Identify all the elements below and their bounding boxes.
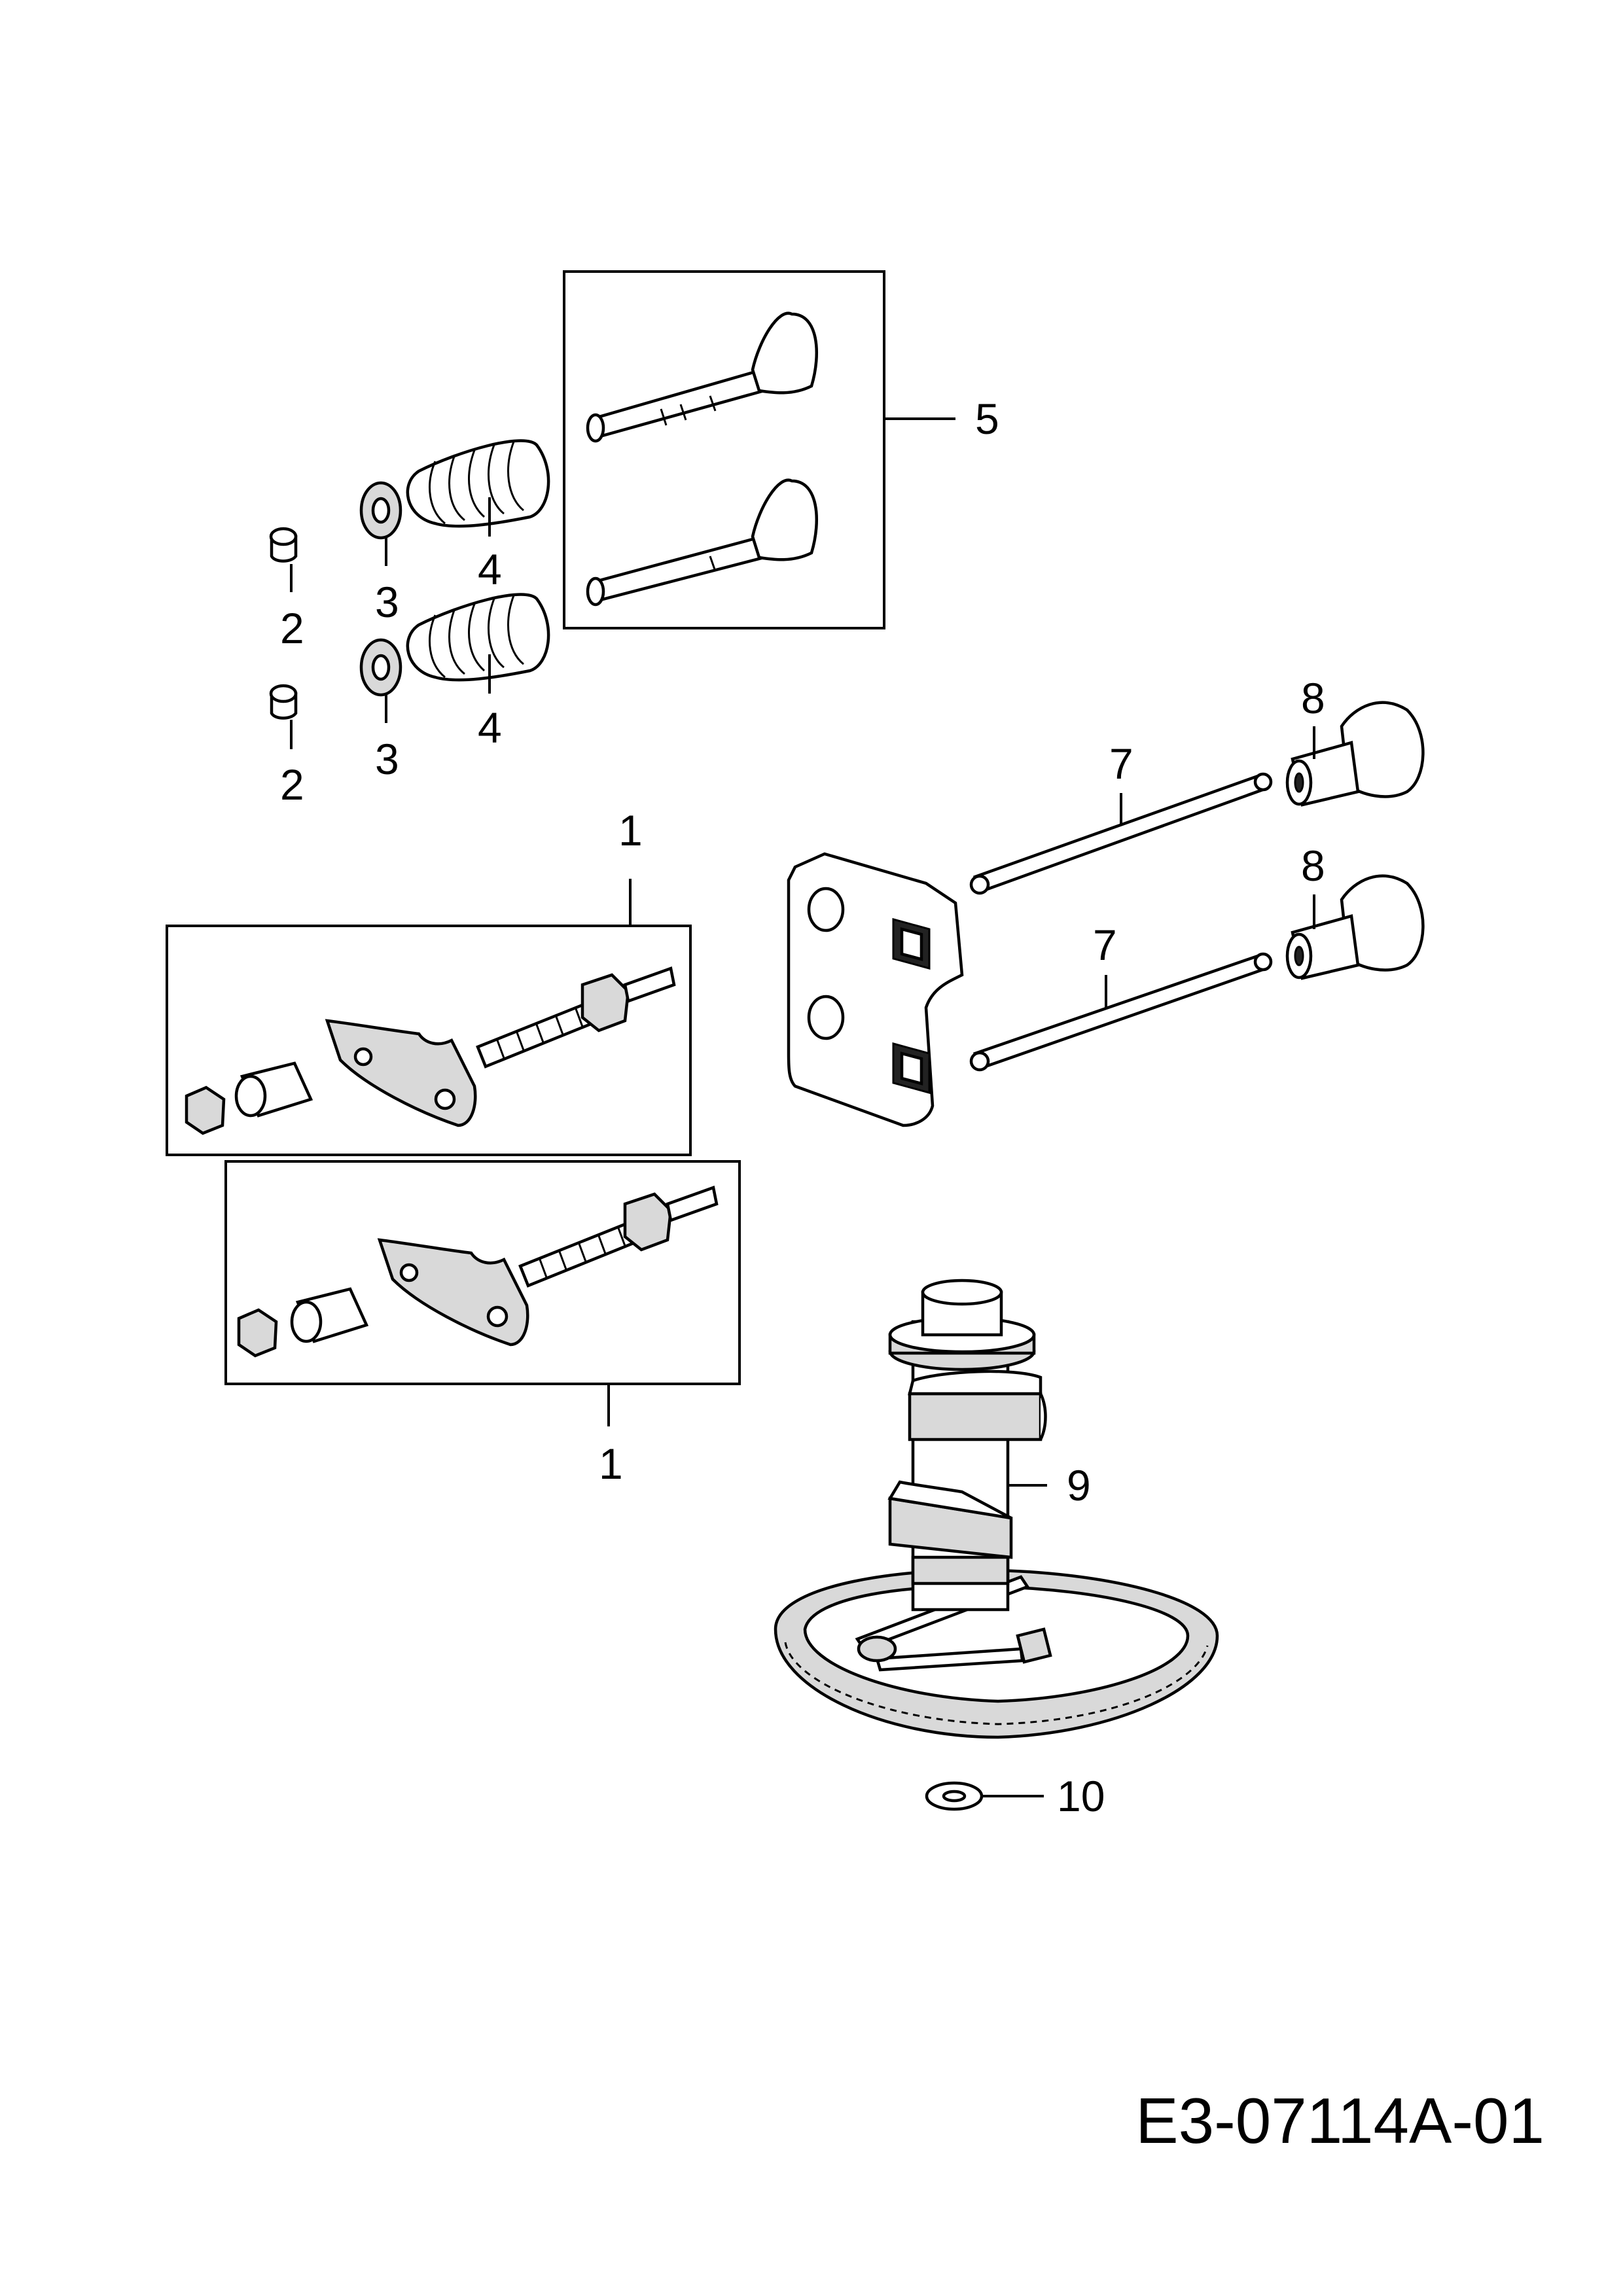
- leaders-2-3-4: [290, 497, 491, 749]
- valve-collet-upper: [269, 527, 298, 563]
- callout-1-top: 1: [618, 806, 643, 855]
- spring-retainer-lower: [359, 638, 402, 697]
- callout-7-lower: 7: [1093, 921, 1117, 969]
- rocker-kit-box-lower: [224, 1160, 741, 1385]
- valve-spring-lower: [406, 593, 550, 682]
- valve-spring-upper: [406, 439, 550, 528]
- callout-3-lower: 3: [375, 735, 399, 783]
- camshaft: [774, 1279, 1219, 1739]
- leaders-7-8: [1105, 726, 1315, 1008]
- thrust-washer: [925, 1781, 1044, 1811]
- callout-5: 5: [975, 395, 999, 443]
- callout-7-upper: 7: [1109, 739, 1133, 788]
- valve-upper: [586, 311, 818, 443]
- callout-9: 9: [1067, 1461, 1091, 1510]
- push-rod-upper: [969, 772, 1273, 895]
- callout-2-upper: 2: [280, 604, 304, 652]
- callout-10: 10: [1057, 1772, 1105, 1820]
- valve-kit-group: [563, 270, 955, 629]
- callout-4-upper: 4: [478, 545, 502, 593]
- callout-2-lower: 2: [280, 760, 304, 809]
- callout-3-upper: 3: [375, 578, 399, 626]
- valve-lower: [586, 478, 818, 607]
- push-rod-guide-plate: [787, 852, 964, 1127]
- rocker-kit-box-upper: [166, 925, 692, 1156]
- valve-collet-lower: [269, 684, 298, 720]
- rocker-kit-upper: [166, 879, 692, 1156]
- callout-1-bottom: 1: [599, 1439, 623, 1488]
- callout-4-lower: 4: [478, 703, 502, 752]
- callout-8-upper: 8: [1301, 674, 1325, 722]
- spring-retainer-upper: [359, 481, 402, 540]
- rocker-kit-lower: [224, 1160, 741, 1426]
- tappet-lower: [1285, 874, 1425, 980]
- push-rod-lower: [969, 952, 1273, 1072]
- drawing-code: E3-07114A-01: [1135, 2085, 1544, 2157]
- tappet-upper: [1285, 701, 1425, 807]
- callout-8-lower: 8: [1301, 841, 1325, 890]
- valve-kit-box: [563, 270, 885, 629]
